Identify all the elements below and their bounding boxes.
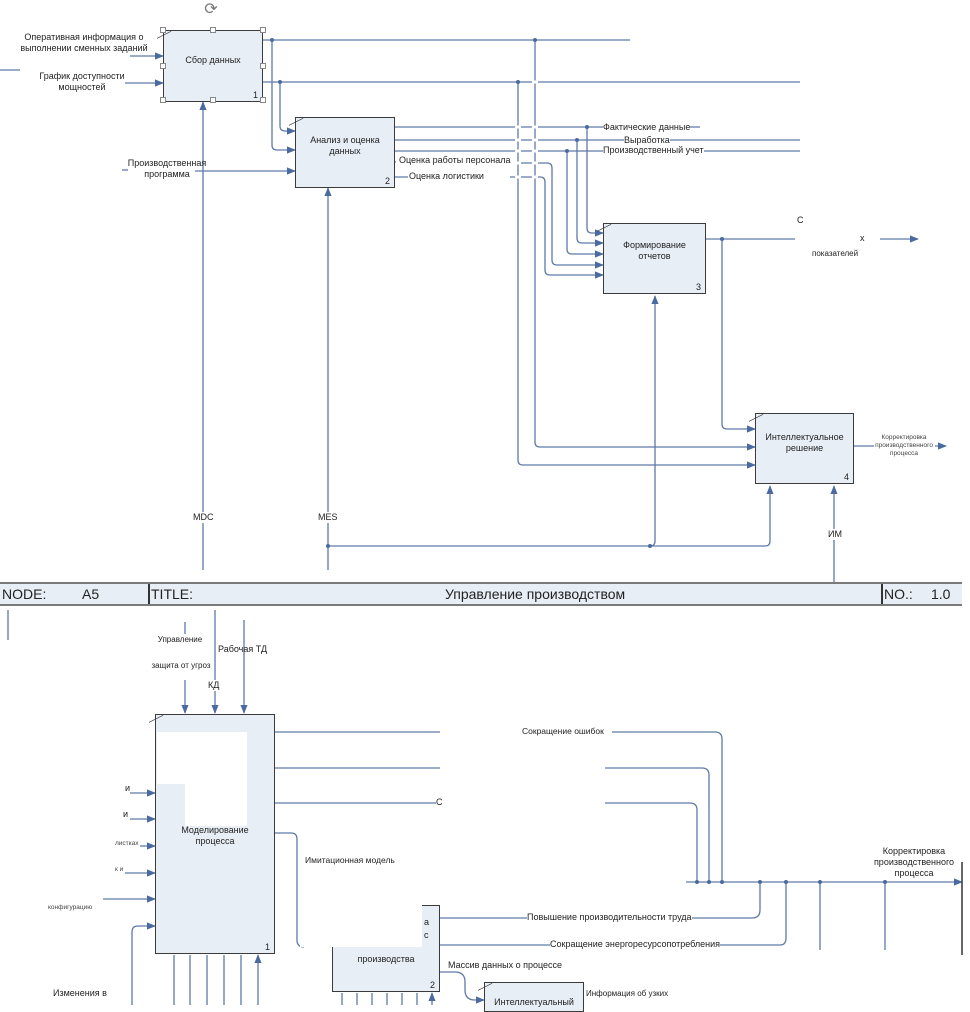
label-report-out-tail: показателей <box>812 249 859 258</box>
arrow-input-shift-info <box>0 56 163 71</box>
activity-box-data-collection[interactable]: Сбор данных 1 <box>163 30 263 102</box>
rotate-icon[interactable]: ⟳ <box>204 1 218 18</box>
title-label: TITLE: <box>151 586 194 602</box>
title-block-divider <box>881 584 883 604</box>
activity-box-report-generation[interactable]: Формирование отчетов 3 <box>603 223 706 294</box>
label-productivity: Повышение производительности труда <box>527 912 692 923</box>
label-input-5: конфигурацию <box>48 904 93 911</box>
box-title: производства <box>357 954 415 964</box>
label-energy: Сокращение энергоресурсопотребления <box>550 939 721 950</box>
node-label: NODE: <box>2 586 47 602</box>
label-input-1: и <box>125 783 131 793</box>
label-input-4: к и <box>115 866 124 873</box>
box-number: 1 <box>264 942 270 952</box>
activity-box-data-analysis[interactable]: Анализ и оценка данных 2 <box>295 117 395 188</box>
resize-handle-sw[interactable] <box>160 97 166 103</box>
arrow-staff <box>395 161 603 265</box>
arrow-box1-down3 <box>279 82 296 135</box>
label-control-management: Управление <box>148 634 212 645</box>
box-number: 2 <box>384 176 390 186</box>
title-value: Управление производством <box>445 586 626 602</box>
box-title: Сбор данных <box>185 55 241 65</box>
box-number: 1 <box>252 90 258 100</box>
label-fact-data: Фактические данные <box>603 122 691 133</box>
no-value: 1.0 <box>931 586 951 602</box>
label-box2-a: а <box>424 917 430 927</box>
label-info-bottlenecks: Информация об узких <box>586 989 669 998</box>
redaction-mask <box>185 784 247 826</box>
label-report-out-x: х <box>860 233 865 243</box>
resize-handle-se[interactable] <box>260 97 266 103</box>
arrow-data-array <box>440 971 485 1004</box>
label-accounting: Производственный учет <box>603 145 704 156</box>
redaction-mask <box>157 732 247 784</box>
label-data-array: Массив данных о процессе <box>448 960 563 970</box>
label-input-shift-info: Оперативная информация о выполнении смен… <box>20 32 148 53</box>
resize-handle-e[interactable] <box>260 63 266 69</box>
box-title: Анализ и оценка данных <box>310 135 380 156</box>
arrow-productivity <box>440 882 761 919</box>
no-label: NO.: <box>884 586 913 602</box>
label-production-program: Производственная программа <box>127 158 207 179</box>
arrow-logistics <box>395 176 603 275</box>
arrow-box1-down1 <box>271 40 296 154</box>
arrow-errors <box>275 731 723 882</box>
box-title: Моделирование процесса <box>181 825 249 846</box>
box-number: 3 <box>695 282 701 292</box>
label-correction-top: Корректировка производственного процесса <box>875 434 933 457</box>
label-sim-model: Имитационная модель <box>305 855 395 865</box>
resize-handle-s[interactable] <box>210 97 216 103</box>
resize-handle-n[interactable] <box>210 27 216 33</box>
title-block-divider <box>148 584 150 604</box>
label-changes: Изменения в <box>53 988 107 998</box>
redaction-mask <box>300 905 422 947</box>
activity-box-intelligent-decision[interactable]: Интеллектуальное решение 4 <box>755 413 854 484</box>
arrow-energy <box>440 882 787 946</box>
box-title: Интеллектуальное решение <box>765 432 844 453</box>
label-input-2: и <box>123 809 129 819</box>
box-number: 4 <box>843 472 849 482</box>
label-output: Выработка <box>624 135 670 146</box>
activity-box-intelligent[interactable]: Интеллектуальный <box>484 982 584 1012</box>
label-staff-evaluation: Оценка работы персонала <box>399 155 511 166</box>
label-errors: Сокращение ошибок <box>522 726 604 736</box>
diagram-title-block: NODE: A5 TITLE: Управление производством… <box>0 582 962 606</box>
label-control-kd: КД <box>208 680 220 691</box>
resize-handle-w[interactable] <box>160 63 166 69</box>
label-report-out-c: С <box>797 215 804 225</box>
label-mechanism-mdc: MDC <box>193 512 214 523</box>
label-mechanism-mes: MES <box>318 512 338 523</box>
label-control-work-td: Рабочая ТД <box>218 644 268 654</box>
node-value: A5 <box>82 586 100 602</box>
box-title: Интеллектуальный <box>494 997 574 1007</box>
label-input-capacity: График доступности мощностей <box>39 71 125 92</box>
label-c: С <box>436 797 443 807</box>
resize-handle-nw[interactable] <box>160 27 166 33</box>
resize-handle-ne[interactable] <box>260 27 266 33</box>
label-correction-bottom: Корректировка производственного процесса <box>873 846 955 878</box>
box-title: Формирование отчетов <box>623 240 686 261</box>
label-control-protection: защита от угроз <box>148 660 214 671</box>
label-input-3: листках <box>115 840 139 847</box>
box-number: 2 <box>429 980 435 990</box>
label-mechanism-im: ИМ <box>828 529 842 540</box>
label-logistics-evaluation: Оценка логистики <box>409 171 484 182</box>
label-box2-c: с <box>424 930 429 940</box>
